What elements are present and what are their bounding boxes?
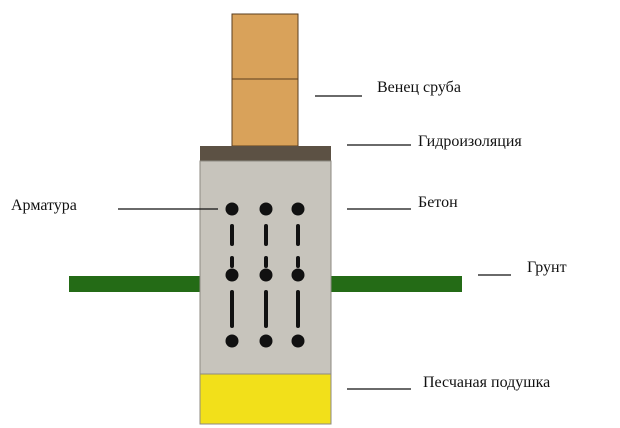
waterproofing-layer <box>200 146 331 161</box>
rebar-dot <box>259 202 273 216</box>
rebar-dot <box>259 268 273 282</box>
rebar-group <box>225 202 305 348</box>
rebar-dot <box>259 334 273 348</box>
rebar-dot <box>225 268 239 282</box>
soil-strip-left <box>69 276 201 292</box>
log-lower <box>231 78 299 147</box>
rebar-dot <box>225 202 239 216</box>
sand-cushion <box>199 373 332 425</box>
label-rebar: Арматура <box>11 197 77 214</box>
rebar-dot <box>291 334 305 348</box>
soil-strip-right <box>331 276 462 292</box>
label-log-crown: Венец сруба <box>377 79 461 96</box>
leader-lines <box>118 95 511 390</box>
rebar-dot <box>291 268 305 282</box>
log-upper <box>231 13 299 80</box>
rebar-dot <box>225 334 239 348</box>
rebar-dot <box>291 202 305 216</box>
label-concrete: Бетон <box>418 194 458 211</box>
label-soil: Грунт <box>527 259 567 276</box>
label-waterproofing: Гидроизоляция <box>418 133 522 150</box>
label-sand-cushion: Песчаная подушка <box>423 374 551 391</box>
